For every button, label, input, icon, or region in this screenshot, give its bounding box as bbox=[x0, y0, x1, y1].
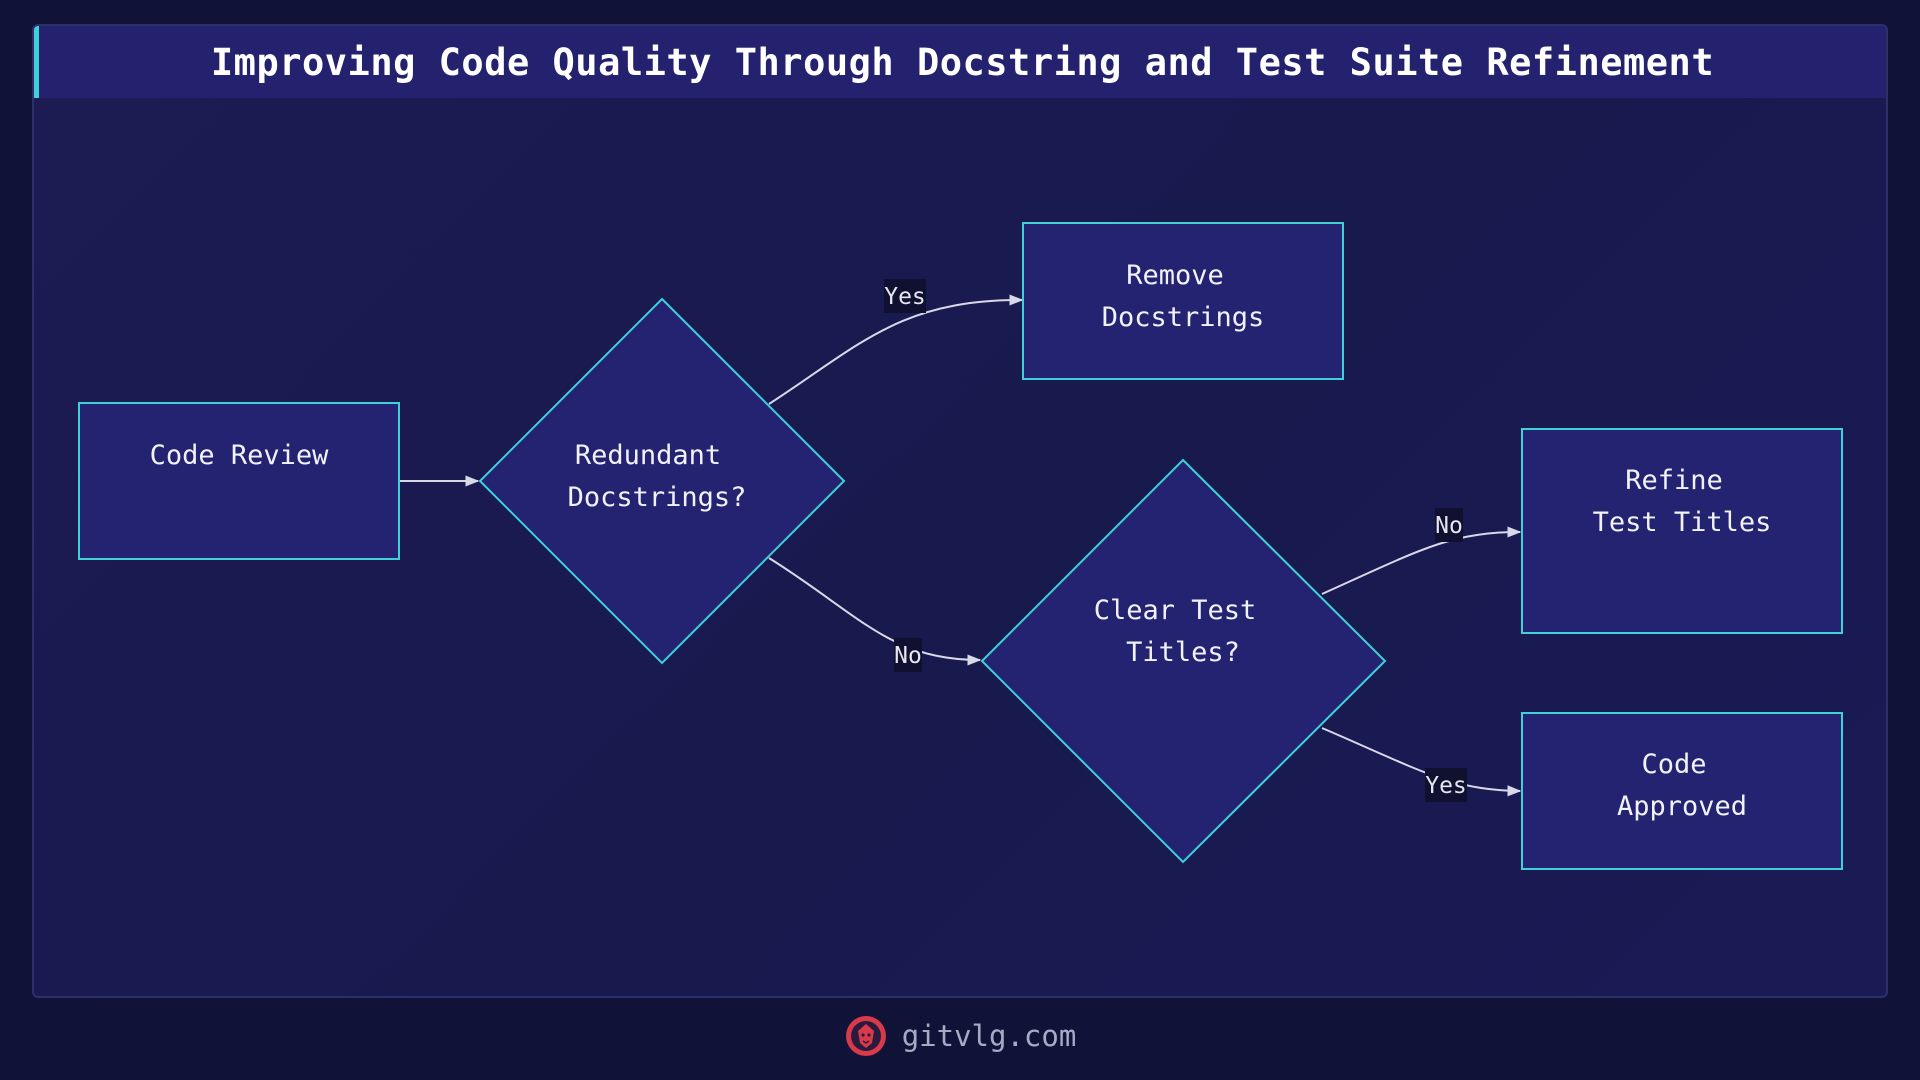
edge-label-yes-1: Yes bbox=[884, 279, 926, 313]
decision-clear-test-titles: Clear Test Titles? bbox=[980, 458, 1387, 864]
decision-redundant-docstrings: Redundant Docstrings? bbox=[478, 297, 846, 665]
edge-clear-to-approved bbox=[1321, 727, 1522, 797]
edge-label-yes-2: Yes bbox=[1425, 768, 1467, 802]
title-bar: Improving Code Quality Through Docstring… bbox=[34, 26, 1886, 98]
svg-text:Docstrings?: Docstrings? bbox=[568, 482, 747, 513]
lion-logo-icon bbox=[845, 1016, 886, 1056]
svg-text:Yes: Yes bbox=[884, 284, 926, 310]
svg-text:Titles?: Titles? bbox=[1126, 637, 1240, 668]
svg-text:No: No bbox=[894, 643, 922, 669]
edge-label-no-1: No bbox=[894, 638, 922, 672]
svg-text:Redundant: Redundant bbox=[575, 440, 721, 471]
svg-text:No: No bbox=[1435, 513, 1463, 539]
svg-text:Yes: Yes bbox=[1425, 773, 1467, 799]
edge-label-no-2: No bbox=[1435, 508, 1463, 542]
svg-text:Remove: Remove bbox=[1126, 260, 1224, 291]
node-code-approved: Code Approved bbox=[1521, 712, 1843, 870]
svg-text:Test Titles: Test Titles bbox=[1593, 507, 1772, 538]
node-code-review: Code Review bbox=[78, 402, 400, 560]
svg-text:Clear Test: Clear Test bbox=[1094, 595, 1257, 626]
edge-redundant-to-remove bbox=[768, 294, 1024, 405]
node-remove-docstrings: Remove Docstrings bbox=[1022, 222, 1344, 380]
svg-text:Code: Code bbox=[1641, 749, 1706, 780]
svg-text:Code Review: Code Review bbox=[150, 440, 330, 471]
footer: gitvlg.com bbox=[0, 1010, 1920, 1062]
svg-text:Docstrings: Docstrings bbox=[1102, 302, 1265, 333]
edge-clear-to-refine bbox=[1321, 526, 1522, 595]
diagram-title: Improving Code Quality Through Docstring… bbox=[210, 40, 1715, 84]
footer-site-link[interactable]: gitvlg.com bbox=[901, 1019, 1077, 1053]
edge-redundant-to-clear bbox=[768, 557, 982, 666]
svg-text:Approved: Approved bbox=[1617, 791, 1747, 822]
node-refine-test-titles: Refine Test Titles bbox=[1521, 428, 1843, 634]
svg-text:Refine: Refine bbox=[1625, 465, 1723, 496]
